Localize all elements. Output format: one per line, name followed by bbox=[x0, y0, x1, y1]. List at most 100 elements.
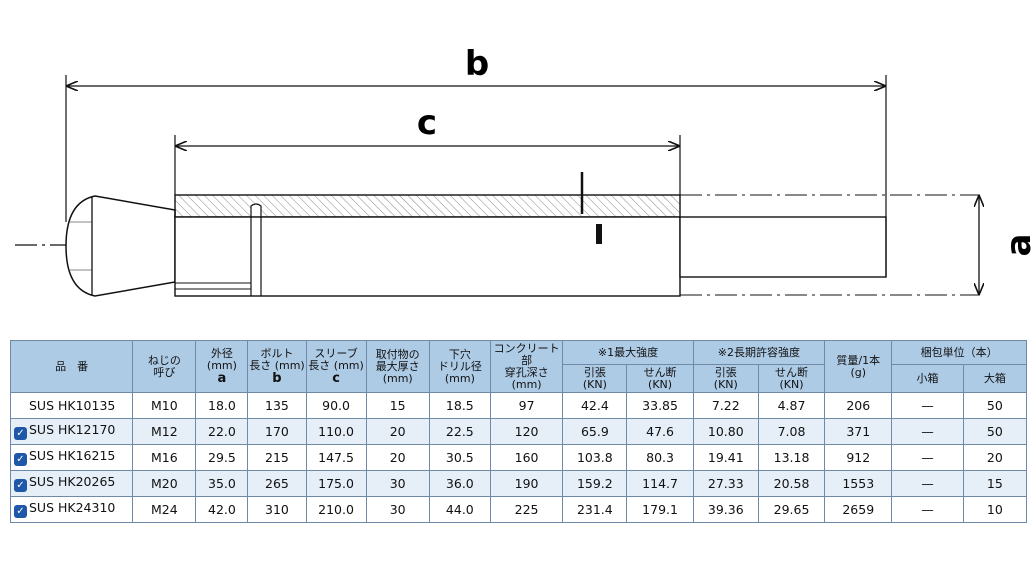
header-bolt: ボルト 長さ (mm)b bbox=[247, 340, 307, 393]
cell-model: ✓SUS HK24310 bbox=[9, 496, 134, 523]
cell-outer-diameter: 35.0 bbox=[195, 470, 249, 497]
new-item-mark-icon: ✓ bbox=[14, 504, 27, 518]
header-max-tension: 引張 (KN) bbox=[562, 364, 628, 393]
cell-thread: M24 bbox=[132, 496, 197, 523]
cell-bolt-length: 265 bbox=[247, 470, 307, 497]
cell-drill-diameter: 30.5 bbox=[428, 444, 491, 471]
cell-max-tension: 231.4 bbox=[562, 496, 628, 523]
cell-max-shear: 47.6 bbox=[626, 418, 694, 445]
cell-model: ✓SUS HK16215 bbox=[9, 444, 134, 471]
cell-large-box: 50 bbox=[962, 392, 1028, 419]
header-drill: 下穴 ドリル径 (mm) bbox=[428, 340, 491, 393]
cell-bolt-length: 215 bbox=[247, 444, 307, 471]
header-outer-symbol: a bbox=[217, 371, 227, 386]
dim-label-c: c bbox=[417, 103, 437, 143]
cell-max-tension: 65.9 bbox=[562, 418, 628, 445]
cell-sleeve-length: 90.0 bbox=[305, 392, 367, 419]
cell-max-shear: 33.85 bbox=[626, 392, 694, 419]
cell-long-tension: 27.33 bbox=[692, 470, 759, 497]
cell-long-tension: 19.41 bbox=[692, 444, 759, 471]
cell-drill-diameter: 18.5 bbox=[428, 392, 491, 419]
model-number: SUS HK16215 bbox=[29, 447, 116, 463]
cell-outer-diameter: 29.5 bbox=[195, 444, 249, 471]
cell-sleeve-length: 110.0 bbox=[305, 418, 367, 445]
cell-outer-diameter: 18.0 bbox=[195, 392, 249, 419]
cell-long-shear: 13.18 bbox=[757, 444, 826, 471]
cell-bolt-length: 170 bbox=[247, 418, 307, 445]
header-outer-label: 外径 (mm) bbox=[206, 347, 237, 372]
cell-large-box: 10 bbox=[962, 496, 1028, 523]
cell-long-shear: 20.58 bbox=[757, 470, 826, 497]
cell-drill-depth: 225 bbox=[489, 496, 564, 523]
cell-large-box: 20 bbox=[962, 444, 1028, 471]
dim-label-a: a bbox=[999, 234, 1036, 257]
cell-small-box: — bbox=[891, 392, 964, 419]
cell-sleeve-length: 210.0 bbox=[305, 496, 367, 523]
cell-thread: M10 bbox=[132, 392, 197, 419]
cell-drill-depth: 97 bbox=[489, 392, 564, 419]
header-mass: 質量/1本 (g) bbox=[824, 340, 893, 393]
cell-max-thickness: 30 bbox=[365, 496, 430, 523]
cell-outer-diameter: 22.0 bbox=[195, 418, 249, 445]
header-pack: 梱包単位（本） bbox=[891, 340, 1027, 365]
cell-small-box: — bbox=[891, 496, 964, 523]
new-item-mark-icon: ✓ bbox=[14, 478, 27, 492]
cell-max-tension: 159.2 bbox=[562, 470, 628, 497]
cell-max-thickness: 15 bbox=[365, 392, 430, 419]
header-row-2: 引張 (KN) せん断 (KN) 引張 (KN) せん断 (KN) 小箱 大箱 bbox=[11, 364, 1028, 393]
cell-mass: 371 bbox=[824, 418, 893, 445]
new-item-mark-icon: ✓ bbox=[14, 452, 27, 466]
header-small-box: 小箱 bbox=[891, 364, 964, 393]
cell-max-shear: 114.7 bbox=[626, 470, 694, 497]
cell-small-box: — bbox=[891, 418, 964, 445]
dim-label-b: b bbox=[465, 44, 489, 84]
header-long-shear: せん断 (KN) bbox=[757, 364, 826, 393]
header-sleeve-symbol: c bbox=[332, 371, 340, 386]
cell-long-shear: 4.87 bbox=[757, 392, 826, 419]
model-number: SUS HK20265 bbox=[29, 473, 116, 489]
cell-drill-diameter: 36.0 bbox=[428, 470, 491, 497]
cell-small-box: — bbox=[891, 444, 964, 471]
header-attach: 取付物の 最大厚さ (mm) bbox=[365, 340, 430, 393]
cell-model: SUS HK10135 bbox=[9, 392, 134, 419]
cell-drill-depth: 120 bbox=[489, 418, 564, 445]
bolt-shank bbox=[679, 216, 887, 278]
cell-long-tension: 39.36 bbox=[692, 496, 759, 523]
model-number: SUS HK12170 bbox=[29, 421, 116, 437]
cell-thread: M12 bbox=[132, 418, 197, 445]
cell-mass: 1553 bbox=[824, 470, 893, 497]
header-sleeve-label: スリーブ 長さ (mm) bbox=[308, 347, 364, 372]
cell-large-box: 50 bbox=[962, 418, 1028, 445]
cell-max-thickness: 30 bbox=[365, 470, 430, 497]
cell-sleeve-length: 175.0 bbox=[305, 470, 367, 497]
cell-drill-diameter: 44.0 bbox=[428, 496, 491, 523]
cell-max-thickness: 20 bbox=[365, 418, 430, 445]
header-outer: 外径 (mm)a bbox=[195, 340, 249, 393]
header-max-shear: せん断 (KN) bbox=[626, 364, 694, 393]
cell-mass: 912 bbox=[824, 444, 893, 471]
cell-mass: 206 bbox=[824, 392, 893, 419]
anchor-bolt-drawing: b c a bbox=[15, 44, 1036, 297]
cell-max-tension: 42.4 bbox=[562, 392, 628, 419]
header-bolt-label: ボルト 長さ (mm) bbox=[249, 347, 305, 372]
cell-bolt-length: 310 bbox=[247, 496, 307, 523]
header-large-box: 大箱 bbox=[962, 364, 1028, 393]
cell-mass: 2659 bbox=[824, 496, 893, 523]
cell-drill-diameter: 22.5 bbox=[428, 418, 491, 445]
cell-long-shear: 29.65 bbox=[757, 496, 826, 523]
new-item-mark-icon: ✓ bbox=[14, 426, 27, 440]
cell-model: ✓SUS HK20265 bbox=[9, 470, 134, 497]
bolt-head bbox=[65, 195, 176, 297]
cell-small-box: — bbox=[891, 470, 964, 497]
cell-max-tension: 103.8 bbox=[562, 444, 628, 471]
model-number: SUS HK24310 bbox=[29, 499, 116, 515]
cell-max-thickness: 20 bbox=[365, 444, 430, 471]
cell-max-shear: 80.3 bbox=[626, 444, 694, 471]
model-number: SUS HK10135 bbox=[29, 397, 116, 413]
cell-sleeve-length: 147.5 bbox=[305, 444, 367, 471]
spec-table: 品 番 ねじの 呼び 外径 (mm)a ボルト 長さ (mm)b スリーブ 長さ… bbox=[9, 340, 1028, 523]
